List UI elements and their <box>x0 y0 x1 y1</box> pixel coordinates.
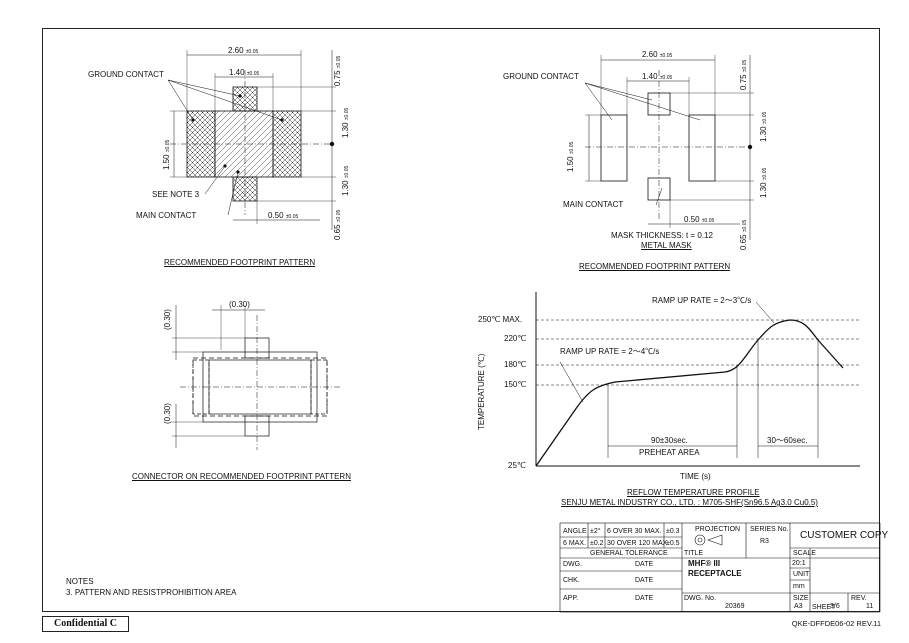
tb-app-label: APP. <box>563 595 579 602</box>
tb-dwg-no-value: 20369 <box>725 603 745 610</box>
notes-heading: NOTES <box>66 577 94 586</box>
fp2-caption: RECOMMENDED FOOTPRINT PATTERN <box>579 262 731 271</box>
fp1-dim-width: 2.60 ±0.05 <box>228 46 259 55</box>
fp2-main-contact-label: MAIN CONTACT <box>563 200 624 209</box>
tb-dwg-date: DATE <box>635 561 654 568</box>
reflow-tick-250: 250℃ MAX. <box>478 315 523 324</box>
tb-series-value: R3 <box>760 538 769 545</box>
tb-series-label: SERIES No. <box>750 526 789 533</box>
tb-size-value: A3 <box>794 603 803 610</box>
notes-item-3: 3. PATTERN AND RESISTPROHIBITION AREA <box>66 588 237 597</box>
fp2-ground-contact-label: GROUND CONTACT <box>503 72 579 81</box>
reflow-ramp-up-2: RAMP UP RATE = 2～3℃/s <box>652 296 752 305</box>
tb-sheet-value: 3/6 <box>830 603 840 610</box>
reflow-y-axis-label: TEMPERATURE (℃) <box>477 353 486 430</box>
fp2-dim-center-width: 1.40 ±0.05 <box>642 72 673 81</box>
fp1-see-note-label: SEE NOTE 3 <box>152 190 200 199</box>
tb-chk-label: CHK. <box>563 577 580 584</box>
reflow-ramp-up-1: RAMP UP RATE = 2～4℃/s <box>560 347 660 356</box>
tb-over30-tol: ±0.3 <box>666 528 680 535</box>
tb-product-desc: RECEPTACLE <box>688 569 742 578</box>
tb-angle-tol: ±2° <box>590 528 601 535</box>
fp2-metal-mask: METAL MASK <box>641 241 692 250</box>
tb-unit-label: UNIT <box>793 571 810 578</box>
fp2-mask-thickness: MASK THICKNESS: t = 0.12 <box>611 231 713 240</box>
tb-unit-value: mm <box>793 583 805 590</box>
fp1-dim-left: 1.50 ±0.05 <box>162 139 171 170</box>
fp2-dim-width: 2.60 ±0.05 <box>642 50 673 59</box>
footprint-1-drawing <box>167 50 336 230</box>
fp1-dim-right-top: 0.75 ±0.05 <box>333 55 342 86</box>
fp2-dim-left: 1.50 ±0.05 <box>566 141 575 172</box>
fp1-dim-bottom: 0.50 ±0.05 <box>268 211 299 220</box>
reflow-tick-150: 150℃ <box>504 380 527 389</box>
reflow-chart <box>535 292 860 467</box>
fp1-ground-contact-label: GROUND CONTACT <box>88 70 164 79</box>
tb-over120-tol: ±0.5 <box>666 540 680 547</box>
tb-size-label: SIZE <box>793 595 809 602</box>
reflow-tick-25: 25℃ <box>508 461 526 470</box>
fp2-dim-right-1: 1.30 ±0.05 <box>759 111 768 142</box>
tb-over30: 6 OVER 30 MAX. <box>607 528 662 535</box>
reflow-preheat-area: PREHEAT AREA <box>639 448 700 457</box>
reflow-preheat-time: 90±30sec. <box>651 436 688 445</box>
fp1-caption: RECOMMENDED FOOTPRINT PATTERN <box>164 258 316 267</box>
reflow-peak-time: 30～60sec. <box>767 436 808 445</box>
tb-sheet-label: SHEET <box>812 604 836 611</box>
fp1-dim-right-2: 1.30 ±0.05 <box>341 165 350 196</box>
connector-drawing <box>172 305 340 450</box>
fp2-dim-right-bottom: 0.65 ±0.05 <box>739 219 748 250</box>
tb-6max-tol: ±0.2 <box>590 540 604 547</box>
document-number: QKE-DFFDE06-02 REV.11 <box>791 619 881 628</box>
reflow-title: REFLOW TEMPERATURE PROFILE <box>627 488 760 497</box>
tb-over120: 30 OVER 120 MAX. <box>607 540 670 547</box>
tb-6max: 6 MAX. <box>563 540 586 547</box>
fp1-dim-center-width: 1.40 ±0.05 <box>229 68 260 77</box>
drawing-sheet-border <box>42 28 880 612</box>
tb-title-label: TITLE <box>684 550 704 557</box>
tb-dwg-label: DWG. <box>563 561 583 568</box>
tb-product-name: MHF® III <box>688 559 721 568</box>
fp1-main-contact-label: MAIN CONTACT <box>136 211 197 220</box>
tb-dwg-no-label: DWG. No. <box>684 595 716 602</box>
confidential-badge: Confidential C <box>42 616 129 632</box>
fp1-dim-right-bottom: 0.65 ±0.05 <box>333 209 342 240</box>
tb-projection-label: PROJECTION <box>695 526 741 533</box>
tb-chk-date: DATE <box>635 577 654 584</box>
fp2-dim-right-top: 0.75 ±0.05 <box>739 59 748 90</box>
reflow-subtitle: SENJU METAL INDUSTRY CO., LTD. : M705-SH… <box>561 498 818 507</box>
reflow-tick-180: 180℃ <box>504 360 527 369</box>
tb-rev-label: REV. <box>851 595 867 602</box>
reflow-tick-220: 220℃ <box>504 334 527 343</box>
fp1-dim-right-1: 1.30 ±0.05 <box>341 107 350 138</box>
connector-dim-left-2: (0.30) <box>163 403 172 424</box>
tb-scale-value: 20:1 <box>792 560 806 567</box>
connector-dim-left-1: (0.30) <box>163 309 172 330</box>
connector-dim-top: (0.30) <box>229 300 250 309</box>
tb-angle: ANGLE <box>563 528 587 535</box>
title-block-grid <box>559 522 881 613</box>
reflow-x-axis-label: TIME (s) <box>680 472 711 481</box>
tb-app-date: DATE <box>635 595 654 602</box>
fp2-dim-right-2: 1.30 ±0.05 <box>759 167 768 198</box>
fp2-dim-bottom: 0.50 ±0.05 <box>684 215 715 224</box>
footprint-2-drawing <box>584 55 754 240</box>
tb-scale-label: SCALE <box>793 550 816 557</box>
tb-rev-value: 11 <box>866 603 874 610</box>
tb-general-tolerance: GENERAL TOLERANCE <box>590 550 668 557</box>
connector-caption: CONNECTOR ON RECOMMENDED FOOTPRINT PATTE… <box>132 472 351 481</box>
tb-customer-copy: CUSTOMER COPY <box>800 530 889 541</box>
